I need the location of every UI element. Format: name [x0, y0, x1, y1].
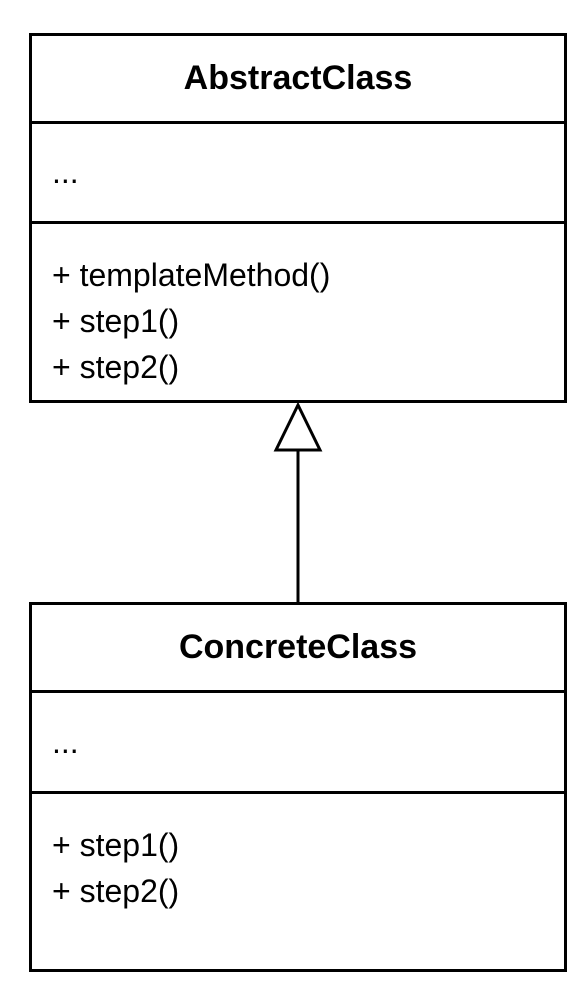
- operations-compartment: + templateMethod() + step1() + step2(): [32, 224, 564, 390]
- operation-item: + step2(): [52, 349, 180, 385]
- operations-compartment: + step1() + step2(): [32, 794, 564, 914]
- attributes-compartment: ...: [32, 693, 564, 794]
- concrete-class-box[interactable]: ConcreteClass ... + step1() + step2(): [29, 602, 567, 972]
- class-name: AbstractClass: [32, 36, 564, 124]
- operation-item: + step1(): [52, 827, 180, 863]
- attribute-item: ...: [52, 154, 79, 190]
- operation-item: + step2(): [52, 873, 180, 909]
- hollow-triangle-arrowhead: [273, 401, 323, 452]
- operation-item: + templateMethod(): [52, 257, 331, 293]
- operation-item: + step1(): [52, 303, 180, 339]
- attributes-compartment: ...: [32, 124, 564, 224]
- abstract-class-box[interactable]: AbstractClass ... + templateMethod() + s…: [29, 33, 567, 403]
- attribute-item: ...: [52, 723, 79, 760]
- class-name: ConcreteClass: [32, 605, 564, 693]
